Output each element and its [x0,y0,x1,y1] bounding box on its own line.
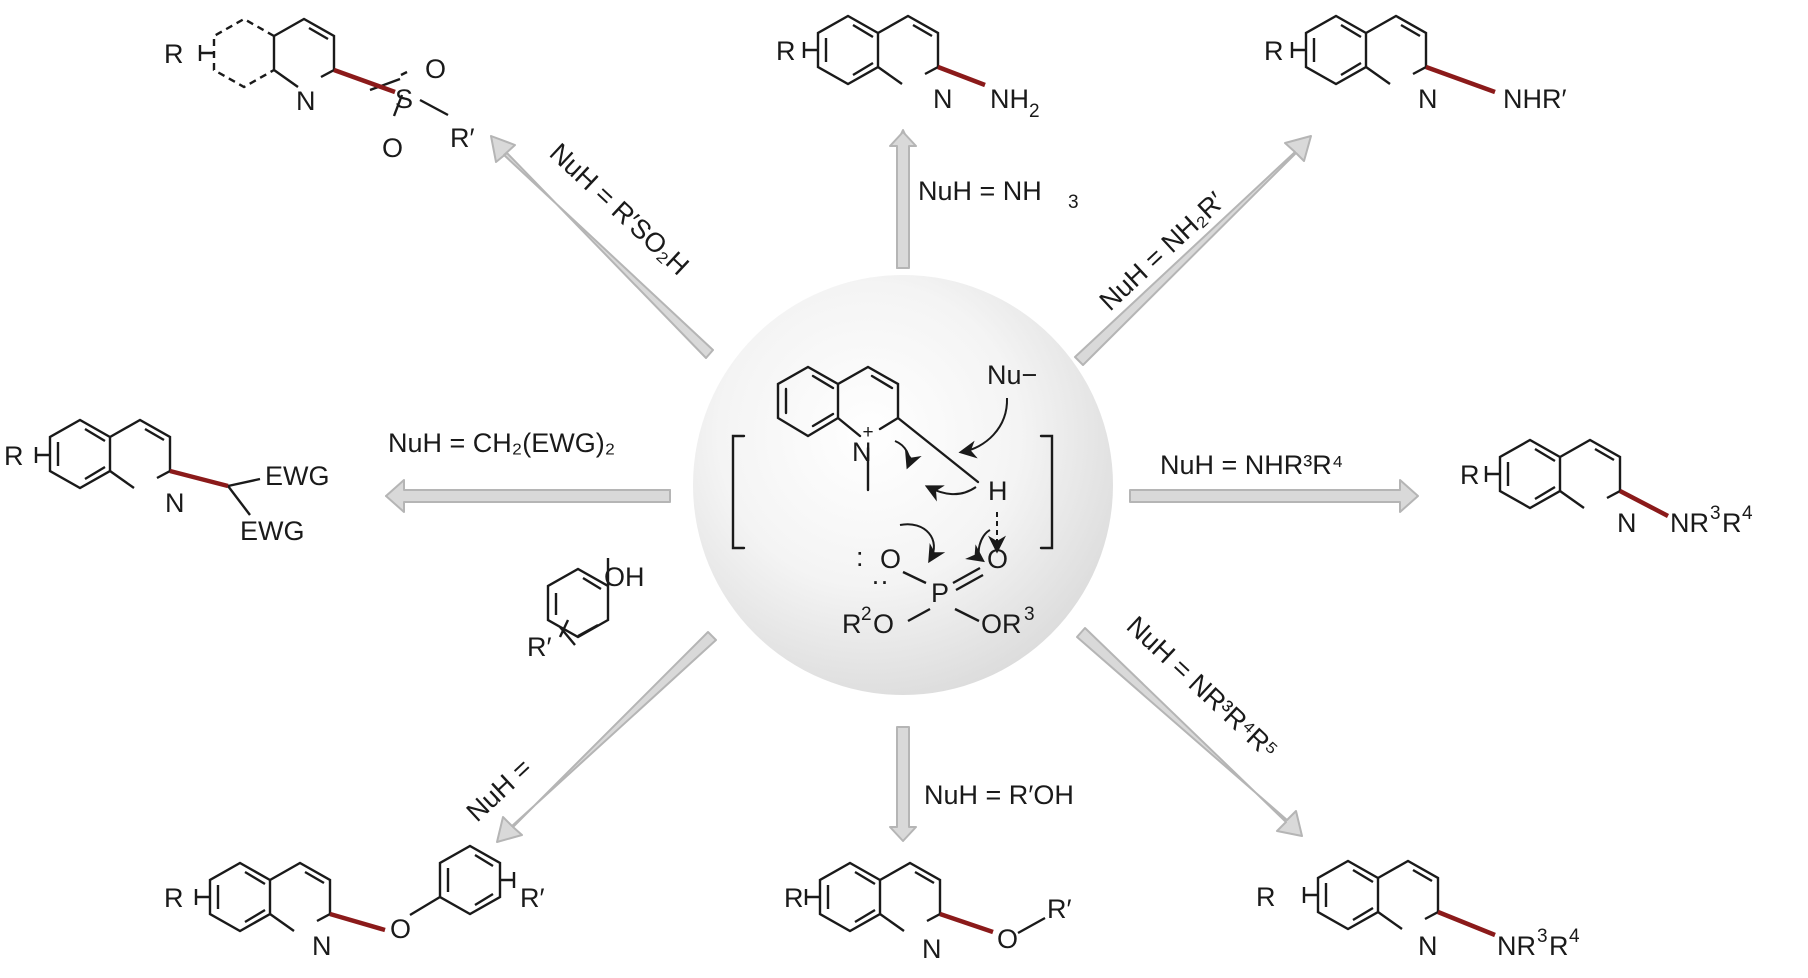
svg-text:2: 2 [1029,101,1040,122]
bond-highlight [169,468,229,489]
product-bottom-n: N [922,934,942,964]
center-or3: OR 3 [981,604,1035,639]
bracket-left [731,434,746,550]
product-bottom-left-n: N [312,931,332,961]
arrow-bottom-left [496,631,717,843]
product-top-left-structure [198,17,449,117]
product-right-group: NR 3 R 4 [1670,503,1753,538]
svg-text:NR: NR [1670,508,1709,538]
bond-highlight [1425,64,1496,95]
phenol-oh: OH [604,562,645,592]
product-top-right-r: R [1264,36,1284,66]
product-bottom-right-group: NR 3 R 4 [1497,926,1580,961]
product-left-n: N [165,488,185,518]
bond-highlight [1618,489,1670,518]
product-top-left-o2: O [382,133,403,163]
product-bottom-left-r: R [164,883,184,913]
svg-text:4: 4 [1742,503,1753,524]
intermediate-sphere [693,275,1113,695]
product-top-right-n: N [1418,84,1438,114]
bond-highlight [333,67,396,95]
product-bottom-left-rp: R′ [520,883,545,913]
svg-text:R: R [842,609,862,639]
bracket-right [1039,434,1054,550]
product-top-left-s: S [395,84,413,114]
product-bottom-rp: R′ [1047,894,1072,924]
svg-text:3: 3 [1024,604,1035,625]
center-h: H [988,476,1008,506]
condition-left: NuH = CH₂(EWG)₂ [388,428,615,458]
product-top-r: R [776,36,796,66]
reaction-arrows [385,129,1419,843]
product-left-ewg2: EWG [240,516,305,546]
product-bottom-left-structure [194,844,516,933]
product-bottom-structure [804,861,1046,935]
arrow-bottom-right [1076,627,1303,837]
center-plus: + [862,422,873,443]
condition-top: NuH = NH 3 [918,176,1079,213]
svg-text:2: 2 [861,604,872,625]
product-bottom-r: R [784,883,804,913]
product-right-r: R [1460,460,1480,490]
phenol-structure [546,558,610,646]
bond-highlight [329,911,386,933]
arrow-left [385,479,671,513]
product-top-nh2: NH 2 [990,84,1040,122]
product-left-structure [34,418,261,516]
svg-text:4: 4 [1569,926,1580,947]
curved-arrows [894,397,1009,564]
condition-bottom-left: NuH = [461,753,538,828]
product-top-left-n: N [296,86,316,116]
condition-top-right: NuH = NH₂R′ [1094,186,1231,316]
product-top-right-structure [1290,14,1428,86]
svg-text:R: R [1549,931,1569,961]
arrow-right [1129,479,1419,513]
quinolinium-intermediate [731,365,1054,550]
phosphate-bonds [902,566,984,623]
phenol-rp: R′ [527,632,552,662]
product-left-r: R [4,441,24,471]
condition-top-left: NuH = R′SO₂H [544,137,695,281]
center-r2o: R 2 O [842,604,894,639]
bond-highlight [937,64,986,88]
product-bottom-left-o: O [390,914,411,944]
product-top-n: N [933,84,953,114]
product-top-left-o1: O [425,54,446,84]
center-o-left: O [880,544,901,574]
svg-text:O: O [873,609,894,639]
condition-right: NuH = NHR³R⁴ [1160,450,1343,480]
product-top-structure [802,14,940,86]
product-top-right-group: NHR′ [1503,84,1567,114]
center-lone-pair-2: ·· [871,566,889,596]
svg-text:3: 3 [1068,192,1079,213]
arrow-bottom [889,726,917,842]
product-bottom-right-n: N [1418,931,1438,961]
product-bottom-right-structure [1302,859,1440,931]
svg-text:OR: OR [981,609,1022,639]
product-bottom-o: O [997,924,1018,954]
svg-text:3: 3 [1537,926,1548,947]
center-nu: Nu− [987,360,1037,390]
arrow-top-left [490,135,714,359]
product-top-left-r: R [164,39,184,69]
center-p: P [931,578,949,608]
svg-text:NuH = NH: NuH = NH [918,176,1042,206]
condition-bottom: NuH = R′OH [924,780,1074,810]
svg-text:NH: NH [990,84,1029,114]
svg-text:NR: NR [1497,931,1536,961]
product-right-structure [1484,438,1622,510]
svg-text:R: R [1722,508,1742,538]
bond-highlight [939,911,994,935]
arrow-top [889,131,917,269]
svg-text:3: 3 [1710,503,1721,524]
bond-highlight [1437,909,1496,938]
arrow-top-right [1074,135,1312,366]
center-n: N [852,437,872,467]
center-lone-pair: : [856,542,864,572]
product-left-ewg1: EWG [265,461,330,491]
product-right-n: N [1617,508,1637,538]
product-bottom-right-r: R [1256,882,1276,912]
product-top-left-rp: R′ [450,123,475,153]
